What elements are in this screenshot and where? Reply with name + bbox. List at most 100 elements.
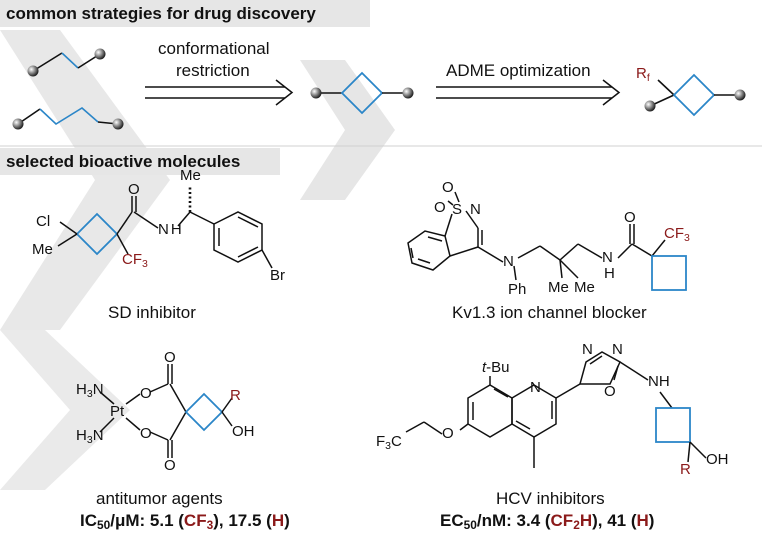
sd-atom-o: O: [128, 181, 140, 198]
kv-atom-n1: N: [470, 201, 481, 218]
step1-line1: conformational: [158, 39, 270, 58]
hcv-atom-oh: OH: [706, 451, 729, 468]
kv-atom-me1: Me: [548, 279, 569, 296]
ec-cf-h: H: [579, 511, 593, 530]
ic-cf3-text: CF: [183, 511, 207, 530]
hcv-label: HCV inhibitors: [496, 489, 605, 508]
kv-atom-n2: N: [503, 253, 514, 270]
double-arrow-adme: [436, 79, 621, 106]
hcv-tbu-t: t: [482, 359, 487, 376]
anti-h1: H: [76, 381, 87, 398]
anti-atom-h3n1: H3N: [76, 382, 104, 400]
hcv-atom-n2: N: [582, 341, 593, 358]
sd-cf-sub: 3: [142, 258, 148, 270]
hcv-tbu-bu: -Bu: [486, 359, 510, 376]
ec-unit: /nM: 3.4 (: [476, 511, 551, 530]
hcv-atom-o2: O: [442, 425, 454, 442]
step2-label: ADME optimization: [446, 61, 591, 80]
anti-label: antitumor agents: [96, 489, 223, 508]
sd-inhibitor-structure: [57, 186, 273, 269]
hcv-atom-o1: O: [604, 383, 616, 400]
ic-prefix: IC: [80, 511, 97, 530]
hcv-atom-n3: N: [612, 341, 623, 358]
ec-mid: ), 41 (: [592, 511, 637, 530]
kv-atom-h: H: [604, 265, 615, 282]
sd-cf: CF: [122, 251, 142, 268]
ring-end-ball: [310, 87, 322, 99]
anti-atom-h3n2: H3N: [76, 428, 104, 446]
anti-atom-oh: OH: [232, 423, 255, 440]
sd-atom-br: Br: [270, 267, 285, 284]
kv-blocker-structure: [407, 191, 687, 291]
hcv-f: F: [376, 433, 386, 450]
ec-end: ): [648, 511, 655, 530]
hcv-ec50: EC50/nM: 3.4 (CF2H), 41 (H): [440, 512, 654, 532]
hcv-c: C: [391, 433, 402, 450]
hcv-structure: [405, 351, 707, 468]
rf-label: Rf: [636, 66, 650, 84]
kv-atom-me2: Me: [574, 279, 595, 296]
kv-label: Kv1.3 ion channel blocker: [452, 303, 647, 322]
hcv-atom-n1: N: [530, 379, 541, 396]
rf-base: R: [636, 65, 647, 82]
sd-atom-h: H: [170, 221, 182, 238]
kv-atom-o3: O: [624, 209, 636, 226]
ec-cf: CF: [550, 511, 574, 530]
ring-end-ball: [402, 87, 414, 99]
header-bioactive: selected bioactive molecules: [0, 148, 280, 175]
sd-atom-me2: Me: [180, 167, 201, 184]
kv-atom-nh: N: [602, 250, 613, 265]
bond: [657, 79, 675, 96]
chain-end-ball: [112, 118, 124, 130]
cyclobutane-ring: [672, 73, 716, 117]
anti-ic50: IC50/μM: 5.1 (CF3), 17.5 (H): [80, 512, 290, 532]
sd-atom-cf3: CF3: [122, 252, 148, 270]
chain-end-ball: [27, 65, 39, 77]
anti-h1-sub: 3: [86, 388, 93, 400]
ic-mid: ), 17.5 (: [213, 511, 272, 530]
chain-end-ball: [94, 48, 106, 60]
ring-end-ball: [734, 89, 746, 101]
ec-h: H: [636, 511, 649, 530]
anti-atom-o4: O: [164, 457, 176, 474]
sd-atom-cl: Cl: [36, 213, 51, 230]
sd-label: SD inhibitor: [108, 303, 196, 322]
header-strategies: common strategies for drug discovery: [0, 0, 370, 27]
kv-atom-o1: O: [442, 179, 454, 196]
ring-end-ball: [644, 100, 656, 112]
hcv-atom-r: R: [680, 461, 691, 478]
kv-atom-s: S: [452, 201, 463, 218]
kv-atom-cf3: CF3: [664, 226, 690, 244]
ec-prefix: EC: [440, 511, 464, 530]
ic-end: ): [284, 511, 290, 530]
ic-h: H: [271, 511, 285, 530]
antitumor-structure: [99, 364, 233, 458]
anti-atom-r: R: [230, 387, 241, 404]
sd-atom-me: Me: [32, 241, 53, 258]
kv-atom-ph: Ph: [508, 281, 527, 298]
double-arrow-restriction: [145, 79, 294, 106]
step1-line2: restriction: [176, 61, 250, 80]
chain-end-ball: [12, 118, 24, 130]
anti-atom-o3: O: [164, 349, 176, 366]
hcv-atom-tbu: t-Bu: [482, 360, 510, 375]
ic-sub: 50: [97, 518, 111, 532]
ec-cf-sub: 2: [573, 518, 580, 532]
kv-atom-n3: N: [602, 249, 613, 266]
ec-cf2h: CF2H: [550, 511, 593, 532]
anti-atom-o2: O: [140, 425, 152, 442]
ic-cf3: CF3: [183, 511, 213, 531]
ec-sub: 50: [463, 518, 477, 532]
anti-h2-sub: 3: [86, 434, 93, 446]
hcv-atom-f3c: F3C: [376, 434, 402, 452]
sd-atom-n: N: [158, 221, 169, 238]
anti-atom-pt: Pt: [110, 403, 125, 420]
background-chevrons: [0, 30, 395, 490]
kv-cf: CF: [664, 225, 684, 242]
anti-n1: N: [92, 381, 104, 398]
kv-atom-o2: O: [434, 199, 446, 216]
anti-n2: N: [92, 427, 104, 444]
